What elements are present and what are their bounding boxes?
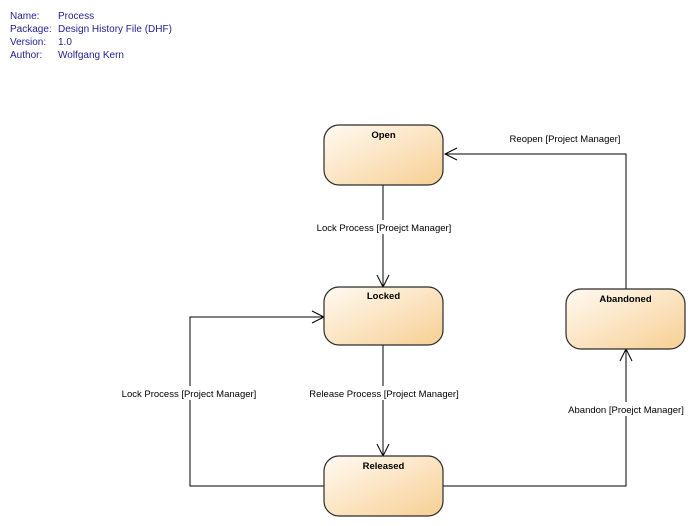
state-locked[interactable]: Locked bbox=[323, 286, 444, 346]
state-open[interactable]: Open bbox=[323, 124, 444, 186]
transition-released-to-abandoned[interactable] bbox=[443, 347, 633, 487]
transition-abandoned-to-open[interactable] bbox=[443, 147, 627, 289]
state-label: Abandoned bbox=[599, 294, 651, 305]
transition-label: Abandon [Proejct Manager] bbox=[568, 405, 684, 416]
metadata-name-row: Name: Process bbox=[10, 10, 172, 23]
state-label: Locked bbox=[367, 291, 400, 302]
transition-label: Lock Process [Project Manager] bbox=[122, 389, 257, 400]
state-released[interactable]: Released bbox=[323, 455, 444, 517]
metadata-key: Author: bbox=[10, 50, 43, 61]
metadata-value: Process bbox=[58, 11, 95, 22]
metadata-value: Wolfgang Kern bbox=[58, 50, 124, 61]
label-released-to-abandoned: Abandon [Proejct Manager] bbox=[561, 402, 692, 416]
state-abandoned[interactable]: Abandoned bbox=[565, 288, 686, 350]
metadata-author-row: Author: Wolfgang Kern bbox=[10, 49, 172, 62]
label-locked-to-released: Release Process [Project Manager] bbox=[301, 386, 469, 400]
metadata-package-row: Package: Design History File (DHF) bbox=[10, 23, 172, 36]
metadata-version-row: Version: 1.0 bbox=[10, 36, 172, 49]
metadata-value: Design History File (DHF) bbox=[58, 24, 172, 35]
metadata-value: 1.0 bbox=[58, 37, 72, 48]
label-abandoned-to-open: Reopen [Project Manager] bbox=[510, 134, 621, 145]
label-open-to-locked: Lock Process [Proejct Manager] bbox=[309, 220, 459, 234]
diagram-metadata: Name: Process Package: Design History Fi… bbox=[10, 10, 172, 62]
state-label: Open bbox=[371, 130, 395, 141]
transition-label: Reopen [Project Manager] bbox=[510, 134, 621, 145]
metadata-key: Name: bbox=[10, 11, 40, 22]
transition-label: Lock Process [Proejct Manager] bbox=[317, 223, 452, 234]
state-label: Released bbox=[363, 461, 405, 472]
label-released-to-locked: Lock Process [Project Manager] bbox=[114, 386, 266, 400]
metadata-key: Version: bbox=[10, 37, 47, 48]
transition-open-to-locked[interactable] bbox=[376, 185, 390, 289]
transition-label: Release Process [Project Manager] bbox=[309, 389, 458, 400]
metadata-key: Package: bbox=[10, 24, 52, 35]
transition-locked-to-released[interactable] bbox=[376, 345, 390, 458]
